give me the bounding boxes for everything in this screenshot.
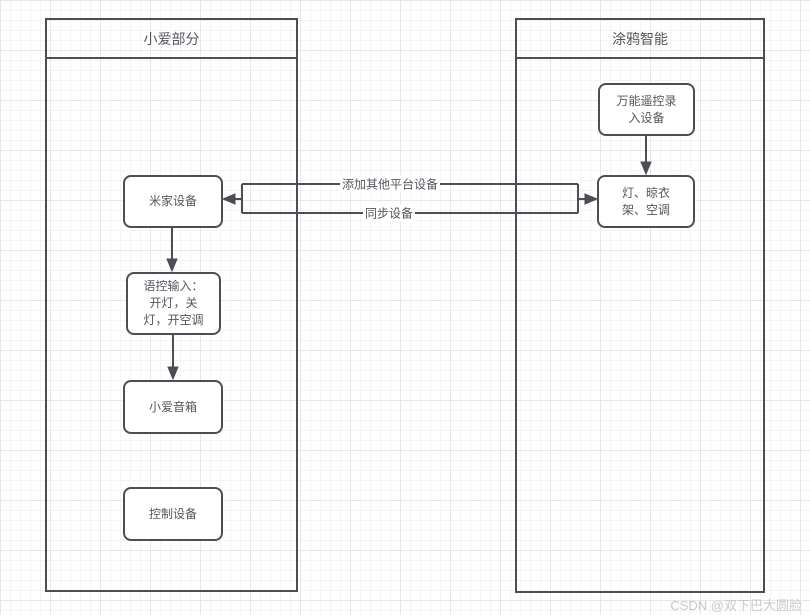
edge-label-add-other-platform: 添加其他平台设备 <box>339 175 441 193</box>
edge-label-sync-devices: 同步设备 <box>362 204 416 222</box>
node-control-device: 控制设备 <box>123 487 223 541</box>
node-universal-remote: 万能遥控录 入设备 <box>598 83 695 136</box>
group-xiaoai-section: 小爱部分 <box>45 18 298 592</box>
group-tuya-title: 涂鸦智能 <box>517 20 763 59</box>
node-xiaoai-speaker: 小爱音箱 <box>123 380 223 434</box>
group-tuya-section: 涂鸦智能 <box>515 18 765 593</box>
node-tuya-devices: 灯、晾衣 架、空调 <box>597 175 695 228</box>
node-voice-input: 语控输入： 开灯，关 灯，开空调 <box>126 272 221 335</box>
node-mijia-devices: 米家设备 <box>123 175 223 228</box>
group-xiaoai-title: 小爱部分 <box>47 20 296 59</box>
csdn-watermark: CSDN @双下巴大圆脸 <box>670 598 802 613</box>
